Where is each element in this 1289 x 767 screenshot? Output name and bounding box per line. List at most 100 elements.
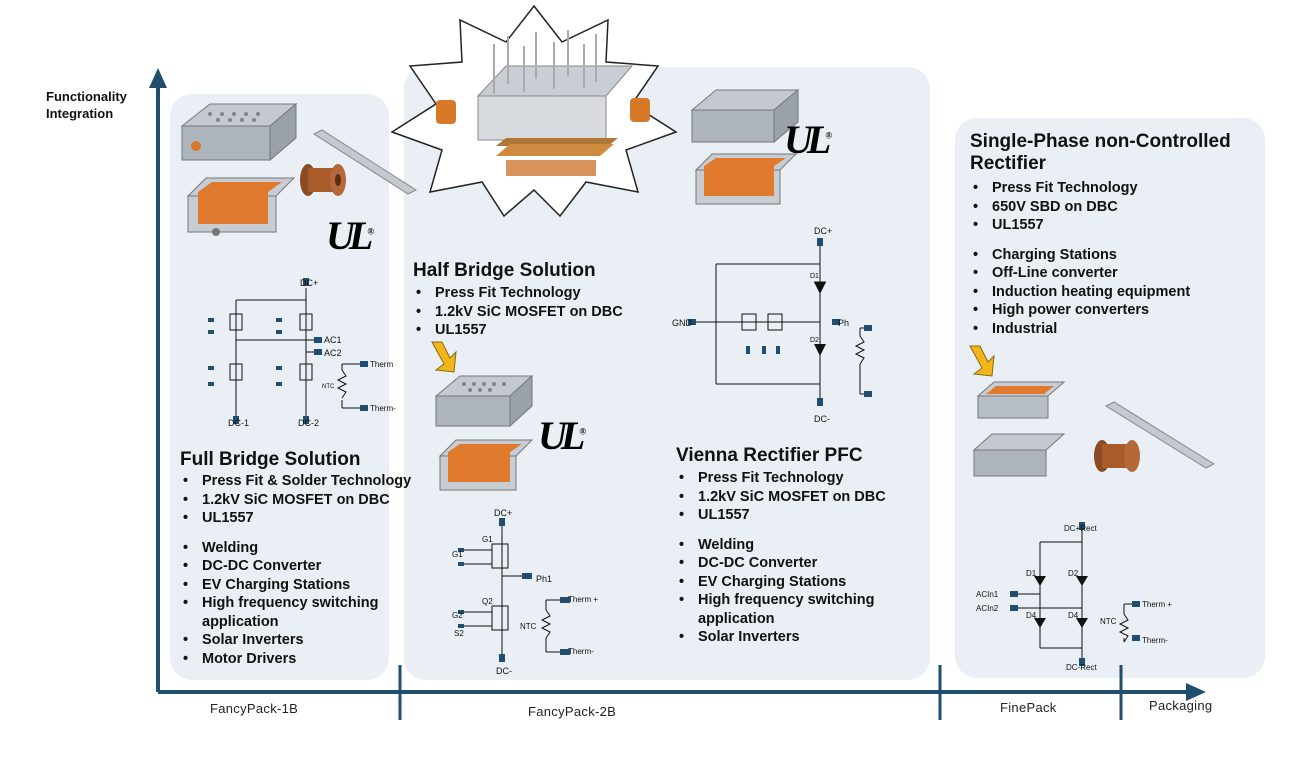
y-axis-title-line1: Functionality: [46, 89, 127, 104]
sp-application: Industrial: [970, 320, 1190, 339]
hb-therm-minus: Therm-: [568, 647, 594, 656]
arrow-finepack-icon: [969, 345, 995, 377]
hb-dc-minus: DC-: [496, 666, 512, 676]
sp-application: Charging Stations: [970, 246, 1190, 265]
hb-ntc: NTC: [520, 622, 537, 631]
y-axis-arrow: [149, 68, 167, 88]
sp-d1: D1: [1026, 569, 1037, 578]
x-axis-arrow: [1186, 683, 1206, 701]
vr-gnd: GND: [672, 318, 693, 328]
fb-application-cont: application: [180, 613, 411, 632]
fb-dc-plus: DC+: [300, 278, 318, 288]
fb-application: EV Charging Stations: [180, 576, 411, 595]
vr-application: EV Charging Stations: [676, 573, 886, 592]
vr-application: Welding: [676, 536, 886, 555]
spool-icon: [300, 164, 346, 196]
fb-therm-plus: Therm +: [370, 360, 396, 369]
sp-d4: D4: [1068, 611, 1079, 620]
sp-application: Induction heating equipment: [970, 283, 1190, 302]
fb-application: Solar Inverters: [180, 631, 411, 650]
hb-therm-plus: Therm +: [568, 595, 598, 604]
schematic-single-phase: DC+Rect DC-Rect ACIn1 ACIn2 D1 D2 D4 D4 …: [976, 522, 1172, 672]
half-bridge-title: Half Bridge Solution: [413, 260, 596, 281]
vienna-features: Press Fit Technology 1.2kV SiC MOSFET on…: [676, 469, 886, 647]
vr-application-cont-text: application: [698, 610, 775, 627]
vr-application: Solar Inverters: [676, 628, 886, 647]
vienna-title: Vienna Rectifier PFC: [676, 445, 863, 466]
vr-application: High frequency switching: [676, 591, 886, 610]
vr-ph: Ph: [838, 318, 849, 328]
full-bridge-features: Press Fit & Solder Technology 1.2kV SiC …: [180, 472, 411, 668]
x-axis-title: Packaging: [1149, 698, 1213, 713]
y-axis-title-line2: Integration: [46, 106, 114, 121]
module-vienna-bottom-icon: [694, 153, 798, 205]
schematic-vienna: DC+ GND Ph DC- D1 D2: [672, 226, 872, 424]
hb-q1: G1: [482, 535, 493, 544]
hb-s2: S2: [454, 629, 464, 638]
y-axis-title: Functionality Integration: [46, 88, 127, 122]
fb-application: Welding: [180, 539, 411, 558]
fb-dc1: DC-1: [228, 418, 249, 428]
x-category-finepack: FinePack: [1000, 700, 1057, 715]
module-2b-top-icon: [434, 374, 534, 428]
vr-application: DC-DC Converter: [676, 554, 886, 573]
vr-feature: 1.2kV SiC MOSFET on DBC: [676, 488, 886, 507]
fb-feature: Press Fit & Solder Technology: [180, 472, 411, 491]
exploded-module-burst: [390, 4, 678, 218]
full-bridge-title: Full Bridge Solution: [180, 449, 361, 470]
module-finepack-top-icon: [976, 381, 1066, 419]
ul-logo-2b: UL®: [538, 413, 587, 458]
sp-feature: 650V SBD on DBC: [970, 198, 1190, 217]
vr-d1: D1: [810, 273, 819, 280]
sp-d2: D2: [1068, 569, 1079, 578]
single-phase-title-line2: Rectifier: [970, 153, 1047, 174]
single-phase-features: Press Fit Technology 650V SBD on DBC UL1…: [970, 179, 1190, 338]
sp-d3: D4: [1026, 611, 1037, 620]
fb-dc2: DC-2: [298, 418, 319, 428]
single-phase-title: Single-Phase non-Controlled Rectifier: [970, 131, 1231, 175]
module-vienna-top-icon: [690, 88, 800, 144]
x-category-fancypack-1b: FancyPack-1B: [210, 701, 299, 716]
hb-g1: G1: [452, 550, 463, 559]
sp-application: High power converters: [970, 301, 1190, 320]
ul-logo-1b: UL®: [326, 213, 375, 258]
hb-dc-plus: DC+: [494, 508, 512, 518]
sp-acin1: ACIn1: [976, 590, 999, 599]
sp-dc-minus: DC-Rect: [1066, 663, 1097, 672]
sp-acin2: ACIn2: [976, 604, 999, 613]
schematic-half-bridge: DC+ DC- G1 G1 G2 Q2 S2 Ph1 NTC Therm + T…: [452, 508, 598, 676]
hb-feature: 1.2kV SiC MOSFET on DBC: [413, 303, 623, 322]
module-1b-top-icon: [180, 102, 298, 162]
fb-ntc: NTC: [322, 384, 335, 390]
hb-q2: Q2: [482, 597, 493, 606]
module-finepack-bottom-icon: [972, 433, 1066, 477]
vr-d2: D2: [810, 337, 819, 344]
fb-application: DC-DC Converter: [180, 557, 411, 576]
sp-feature: UL1557: [970, 216, 1190, 235]
hb-g2: G2: [452, 611, 463, 620]
module-2b-bottom-icon: [438, 439, 534, 491]
vr-feature: UL1557: [676, 506, 886, 525]
fb-therm-minus: Therm-: [370, 404, 396, 413]
single-phase-title-line1: Single-Phase non-Controlled: [970, 131, 1231, 152]
arrow-2b-icon: [431, 341, 457, 373]
fb-application: High frequency switching: [180, 594, 411, 613]
fb-application-cont-text: application: [202, 613, 279, 630]
fb-feature: UL1557: [180, 509, 411, 528]
hb-ph1: Ph1: [536, 574, 552, 584]
sp-therm-minus: Therm-: [1142, 636, 1168, 645]
hb-feature: UL1557: [413, 321, 623, 340]
vr-feature: Press Fit Technology: [676, 469, 886, 488]
schematic-full-bridge: DC+ AC1 AC2 DC-1 DC-2 Therm + Therm- NTC: [208, 278, 396, 428]
vr-dc-minus: DC-: [814, 414, 830, 424]
module-1b-bottom-icon: [186, 177, 296, 236]
sp-application: Off-Line converter: [970, 264, 1190, 283]
x-category-fancypack-2b: FancyPack-2B: [528, 704, 617, 719]
hb-feature: Press Fit Technology: [413, 284, 623, 303]
fb-application: Motor Drivers: [180, 650, 411, 669]
ul-logo-vienna: UL®: [784, 117, 833, 162]
press-pin-icon: [312, 129, 418, 195]
sp-therm-plus: Therm +: [1142, 600, 1172, 609]
sp-ntc: NTC: [1100, 617, 1117, 626]
